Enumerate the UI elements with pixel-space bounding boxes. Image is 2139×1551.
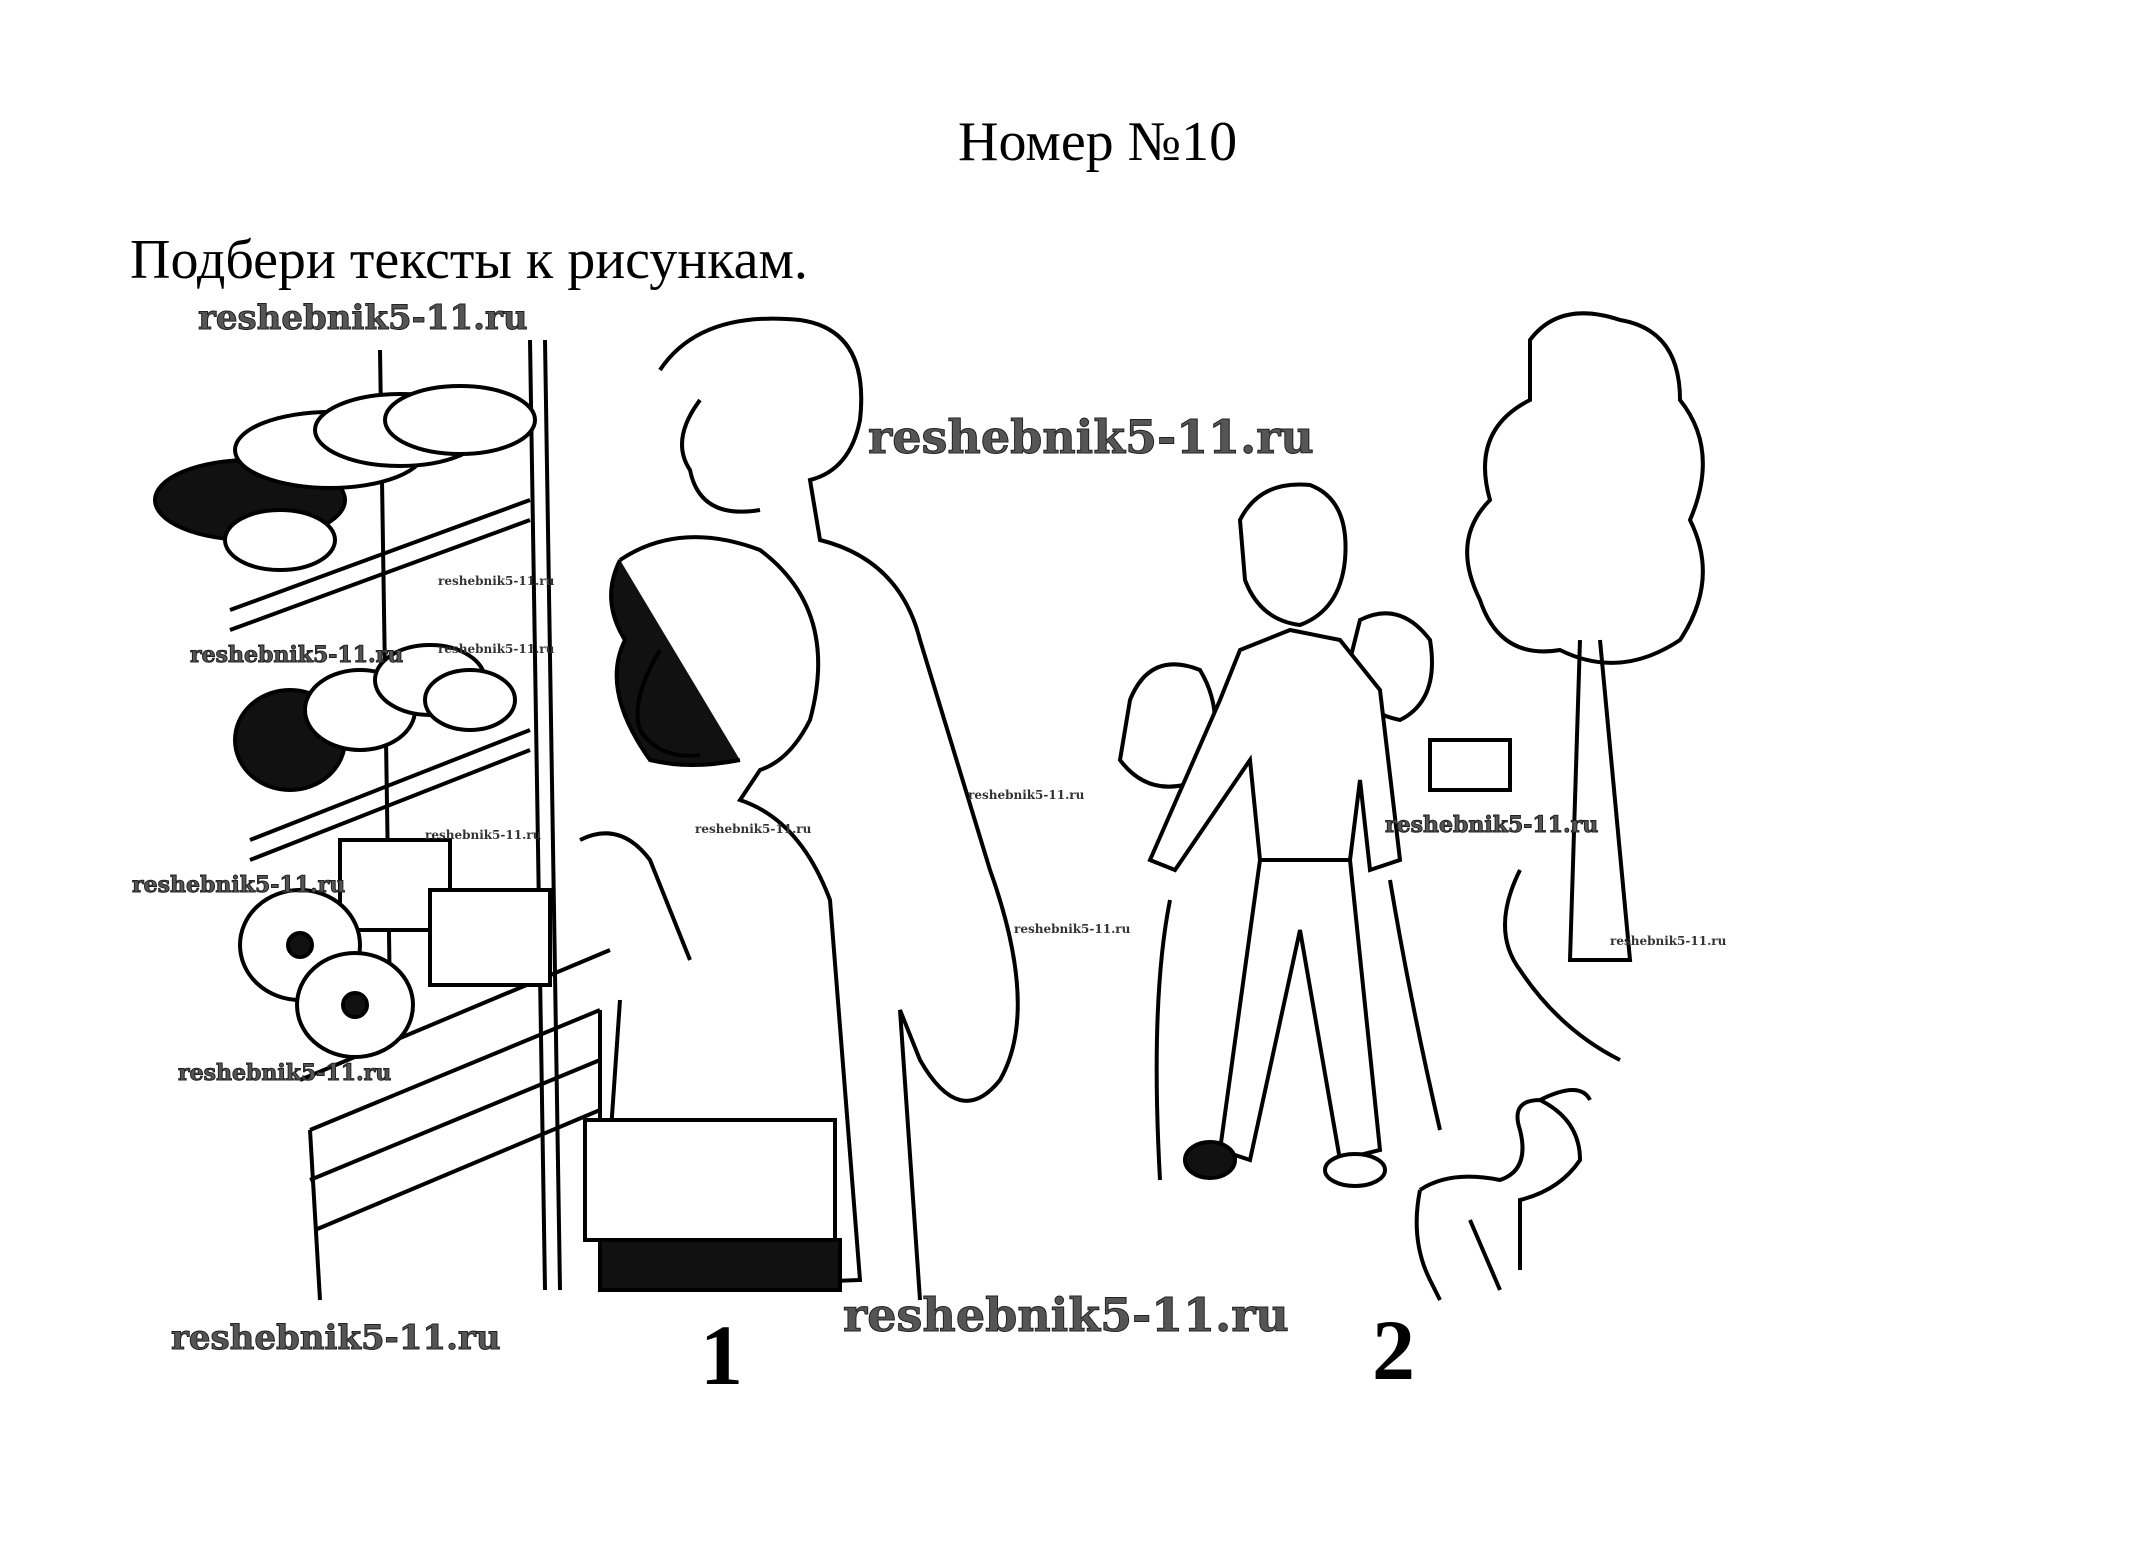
watermark: reshebnik5-11.ru	[131, 872, 346, 899]
watermark: reshebnik5-11.ru	[198, 298, 529, 339]
watermark: reshebnik5-11.ru	[695, 822, 812, 836]
watermark: reshebnik5-11.ru	[1014, 922, 1131, 936]
page-title: Номер №10	[958, 111, 1238, 173]
watermark: reshebnik5-11.ru	[189, 642, 404, 669]
pastries	[153, 384, 552, 1059]
task-instruction: Подбери тексты к рисункам.	[130, 229, 808, 291]
watermark: reshebnik5-11.ru	[1610, 934, 1727, 948]
watermark: reshebnik5-11.ru	[425, 828, 542, 842]
watermark: reshebnik5-11.ru	[1384, 812, 1599, 839]
picture-2-label: 2	[1372, 1302, 1415, 1398]
watermark: reshebnik5-11.ru	[868, 410, 1315, 465]
dog-figure	[1414, 1088, 1592, 1301]
woman-figure	[579, 535, 863, 1293]
watermark: reshebnik5-11.ru	[171, 1318, 502, 1359]
boy-figure	[1147, 482, 1442, 1188]
watermark: reshebnik5-11.ru	[438, 574, 555, 588]
watermark: reshebnik5-11.ru	[843, 1288, 1290, 1343]
watermark: reshebnik5-11.ru	[438, 642, 555, 656]
watermark: reshebnik5-11.ru	[177, 1060, 392, 1087]
man-figure	[658, 316, 1020, 1301]
watermark: reshebnik5-11.ru	[968, 788, 1085, 802]
picture-1-label: 1	[700, 1307, 743, 1403]
